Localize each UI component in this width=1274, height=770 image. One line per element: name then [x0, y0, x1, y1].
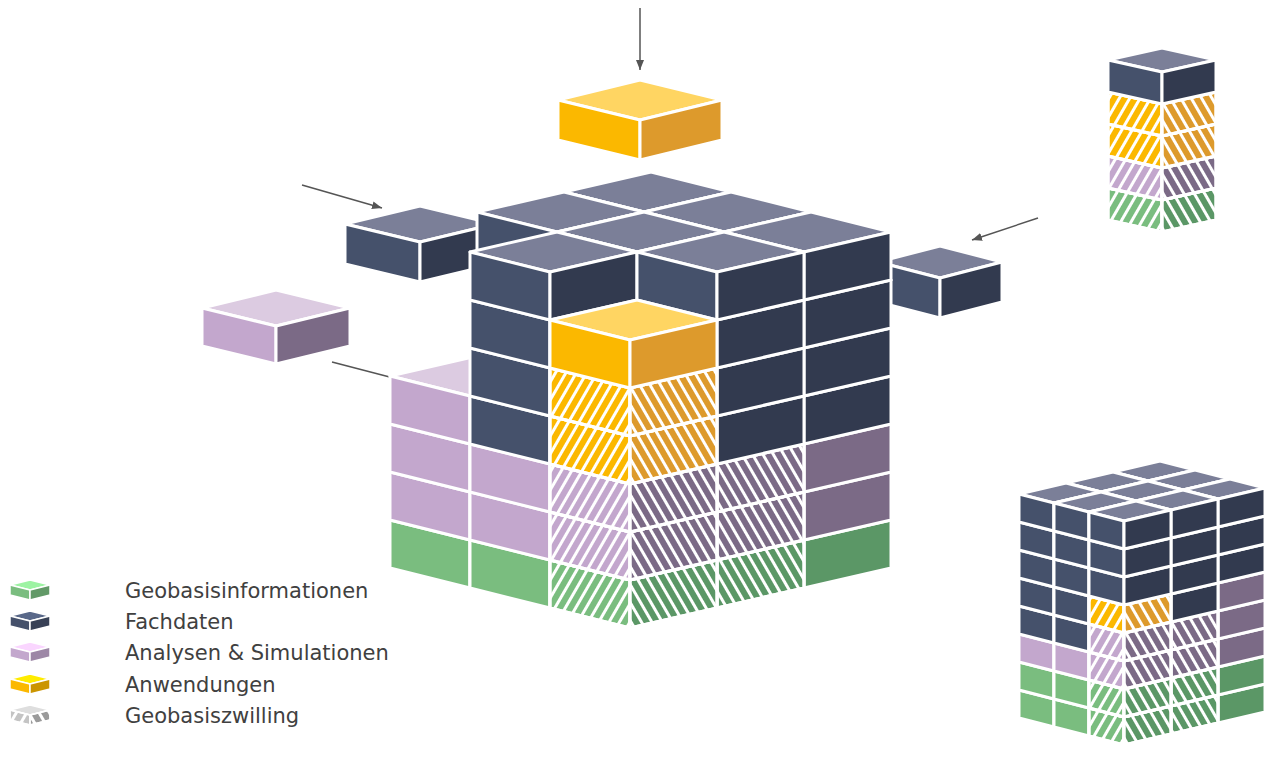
iso-block [10, 705, 50, 725]
iso-block [1089, 501, 1171, 549]
legend-swatch [10, 642, 50, 662]
block-face [30, 710, 50, 725]
legend-label: Geobasiszwilling [125, 702, 299, 730]
arrow-line [972, 218, 1038, 240]
arrow-line [639, 8, 641, 70]
hatch-face [10, 710, 30, 725]
block-face [1108, 60, 1162, 104]
block-face [10, 679, 30, 694]
block-face [940, 262, 1002, 318]
iso-block [10, 674, 50, 694]
block-face [276, 308, 350, 364]
iso-block [558, 80, 722, 160]
block-face [550, 320, 630, 388]
block-face [1218, 488, 1265, 527]
iso-block [10, 642, 50, 662]
block-face [30, 585, 50, 600]
legend-label: Geobasisinformationen [125, 577, 368, 605]
iso-block [550, 300, 717, 388]
iso-block [10, 580, 50, 600]
block-face [30, 679, 50, 694]
block-edge [30, 710, 50, 725]
block-face [1171, 499, 1218, 538]
block-face [10, 647, 30, 662]
legend-label: Fachdaten [125, 608, 234, 636]
block-face [470, 252, 550, 320]
legend-swatch [10, 580, 50, 600]
legend-label: Analysen & Simulationen [125, 639, 389, 667]
block-face [345, 224, 420, 282]
iso-block [1108, 48, 1216, 104]
block-group [202, 48, 1265, 745]
block-face [1124, 510, 1171, 549]
block-face [10, 710, 30, 725]
block-face [630, 320, 717, 388]
block-edge [10, 710, 30, 725]
block-face [10, 585, 30, 600]
block-face [202, 308, 276, 364]
legend-swatches [10, 580, 50, 725]
arrow-line [302, 185, 382, 208]
block-face [1054, 503, 1089, 540]
legend-swatch [10, 674, 50, 694]
legend-label: Anwendungen [125, 671, 276, 699]
block-face [1019, 494, 1054, 531]
iso-block [202, 290, 350, 364]
block-face [804, 232, 891, 300]
block-face [1162, 60, 1216, 104]
legend-swatch [10, 705, 50, 725]
insert-arrows [302, 8, 1038, 381]
block-face [30, 616, 50, 631]
block-face [640, 100, 722, 160]
block-face [30, 647, 50, 662]
legend-swatch [10, 611, 50, 631]
iso-block [10, 611, 50, 631]
block-face [717, 252, 804, 320]
block-face [558, 100, 640, 160]
hatch-face [30, 710, 50, 725]
block-face [10, 616, 30, 631]
iso-block [878, 246, 1002, 318]
block-face [1089, 512, 1124, 549]
block-face [390, 376, 470, 444]
